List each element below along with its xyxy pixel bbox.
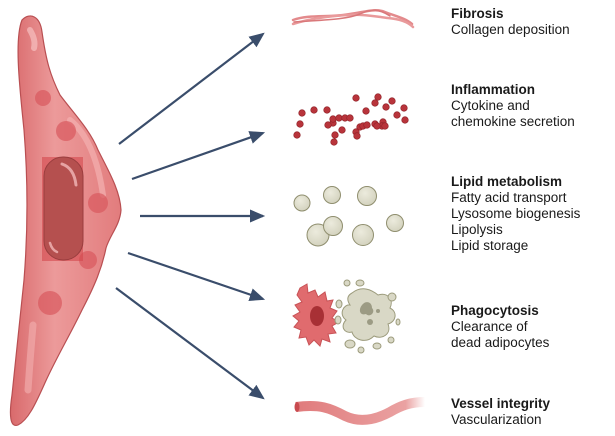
outcome-title: Phagocytosis xyxy=(451,303,539,318)
cytokine-dot xyxy=(371,99,379,107)
cytokine-dot xyxy=(363,121,371,129)
outcome-title: Inflammation xyxy=(451,82,536,97)
cytokine-dot xyxy=(353,132,361,140)
outcome-detail: Vascularization xyxy=(451,412,542,427)
arrow-to-vessel-integrity xyxy=(115,287,265,400)
outcome-detail: Lipid storage xyxy=(451,238,529,253)
cytokine-dot xyxy=(373,122,381,130)
outcome-title: Lipid metabolism xyxy=(451,174,563,189)
arrow-to-phagocytosis xyxy=(127,251,266,301)
collagen-fibers-icon xyxy=(291,9,415,29)
outcome-phagocytosis: Phagocytosis Clearance of dead adipocyte… xyxy=(451,303,549,351)
cytokine-dot xyxy=(330,138,338,146)
vesicle xyxy=(79,251,97,269)
cytokine-dot xyxy=(324,121,332,129)
vesicle xyxy=(35,90,51,106)
outcome-detail: Lipolysis xyxy=(451,222,503,237)
cytokine-dot xyxy=(400,104,408,112)
vesicle xyxy=(56,121,76,141)
cytokine-dot xyxy=(296,120,304,128)
cytokine-dot xyxy=(393,111,401,119)
cytokine-dot xyxy=(335,114,343,122)
cytokine-dot xyxy=(293,131,301,139)
outcome-detail: Clearance of xyxy=(451,319,528,334)
lipid-droplet xyxy=(323,186,341,204)
cytokine-dot xyxy=(329,115,337,123)
lipid-droplet xyxy=(323,216,343,236)
outcome-inflammation: Inflammation Cytokine and chemokine secr… xyxy=(451,82,575,130)
cytokine-dot xyxy=(331,131,339,139)
outcome-vessel-integrity: Vessel integrity Vascularization xyxy=(451,396,550,428)
cytokine-dot xyxy=(323,106,331,114)
outcome-detail: Collagen deposition xyxy=(451,22,570,37)
cytokine-dot xyxy=(310,106,318,114)
vesicle xyxy=(88,193,108,213)
nucleus xyxy=(43,156,84,261)
lipid-droplet xyxy=(352,224,374,246)
cytokine-dot xyxy=(382,103,390,111)
cytokine-dots-icon xyxy=(293,93,409,146)
outcome-title: Vessel integrity xyxy=(451,396,551,411)
cytokine-dot xyxy=(338,126,346,134)
arrow-to-fibrosis xyxy=(118,32,265,145)
arrow-to-inflammation xyxy=(131,131,266,181)
lipid-droplet xyxy=(357,186,377,206)
outcome-title: Fibrosis xyxy=(451,6,504,21)
lipid-droplet xyxy=(386,214,404,232)
cytokine-dot xyxy=(298,109,306,117)
outcome-fibrosis: Fibrosis Collagen deposition xyxy=(451,6,570,38)
outcome-detail: chemokine secretion xyxy=(451,114,575,129)
vesicle xyxy=(38,291,62,315)
phagocyte-engulfing-debris-icon xyxy=(292,279,401,354)
outcome-detail: Cytokine and xyxy=(451,98,530,113)
outcome-lipid-metabolism: Lipid metabolism Fatty acid transport Ly… xyxy=(451,174,580,254)
arrows xyxy=(115,32,266,400)
cytokine-dot xyxy=(374,93,382,101)
outcome-detail: dead adipocytes xyxy=(451,335,550,350)
cytokine-dot xyxy=(352,94,360,102)
phagocyte-nucleus xyxy=(310,306,324,326)
cytokine-dot xyxy=(388,97,396,105)
lipid-droplets-icon xyxy=(293,186,404,247)
outcome-detail: Lysosome biogenesis xyxy=(451,206,581,221)
cytokine-dot xyxy=(401,116,409,124)
lipid-droplet xyxy=(293,194,311,212)
stromal-cell xyxy=(9,15,122,426)
outcome-detail: Fatty acid transport xyxy=(451,190,567,205)
cytokine-dot xyxy=(362,107,370,115)
blood-vessel-icon xyxy=(294,397,426,425)
cytokine-dot xyxy=(346,114,354,122)
cytokine-dot xyxy=(381,122,389,130)
